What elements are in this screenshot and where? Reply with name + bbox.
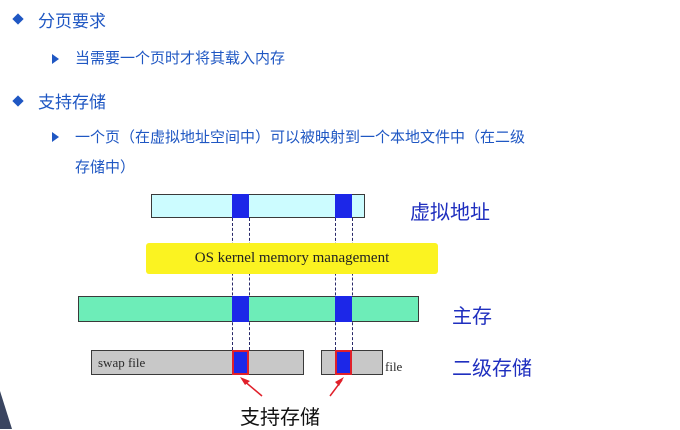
swap-file-bar: [91, 350, 304, 375]
mapping-guide-line: [335, 218, 336, 350]
main-memory-page-block: [335, 296, 352, 322]
virtual-address-bar: [151, 194, 365, 218]
file-label: file: [385, 359, 403, 374]
sub-bullet-backing-line1: 一个页（在虚拟地址空间中）可以被映射到一个本地文件中（在二级: [75, 128, 526, 146]
file-bar: [321, 350, 383, 375]
swap-file-label: swap file: [98, 355, 146, 370]
mapping-guide-line: [352, 218, 353, 350]
arrow-head: [335, 377, 344, 386]
sub-bullet-paging: 当需要一个页时才将其载入内存: [75, 49, 286, 67]
backing-store-label: 支持存储: [240, 405, 320, 429]
mapping-guide-line: [249, 218, 250, 350]
file-page-block: [335, 350, 352, 375]
virtual-page-block: [335, 194, 352, 218]
bullet-heading-paging: 分页要求: [38, 12, 106, 32]
virtual-address-label: 虚拟地址: [410, 200, 490, 224]
main-memory-page-block: [232, 296, 249, 322]
os-kernel-label: OS kernel memory management: [194, 250, 390, 266]
corner-decoration: [0, 391, 12, 429]
swap-page-block: [232, 350, 249, 375]
os-kernel-box: OS kernel memory management: [146, 243, 438, 274]
virtual-page-block: [232, 194, 249, 218]
arrow-head: [240, 377, 250, 385]
secondary-storage-label: 二级存储: [452, 356, 532, 380]
main-memory-label: 主存: [452, 304, 492, 328]
arrow-bullet-icon: [52, 132, 59, 142]
sub-bullet-backing-line2: 存储中）: [75, 158, 136, 176]
bullet-icon: [12, 13, 24, 25]
arrow-line: [329, 379, 343, 397]
arrow-bullet-icon: [52, 54, 59, 64]
bullet-heading-backing: 支持存储: [38, 93, 106, 113]
bullet-icon: [12, 95, 24, 107]
arrow-line: [242, 379, 263, 397]
mapping-guide-line: [232, 218, 233, 350]
